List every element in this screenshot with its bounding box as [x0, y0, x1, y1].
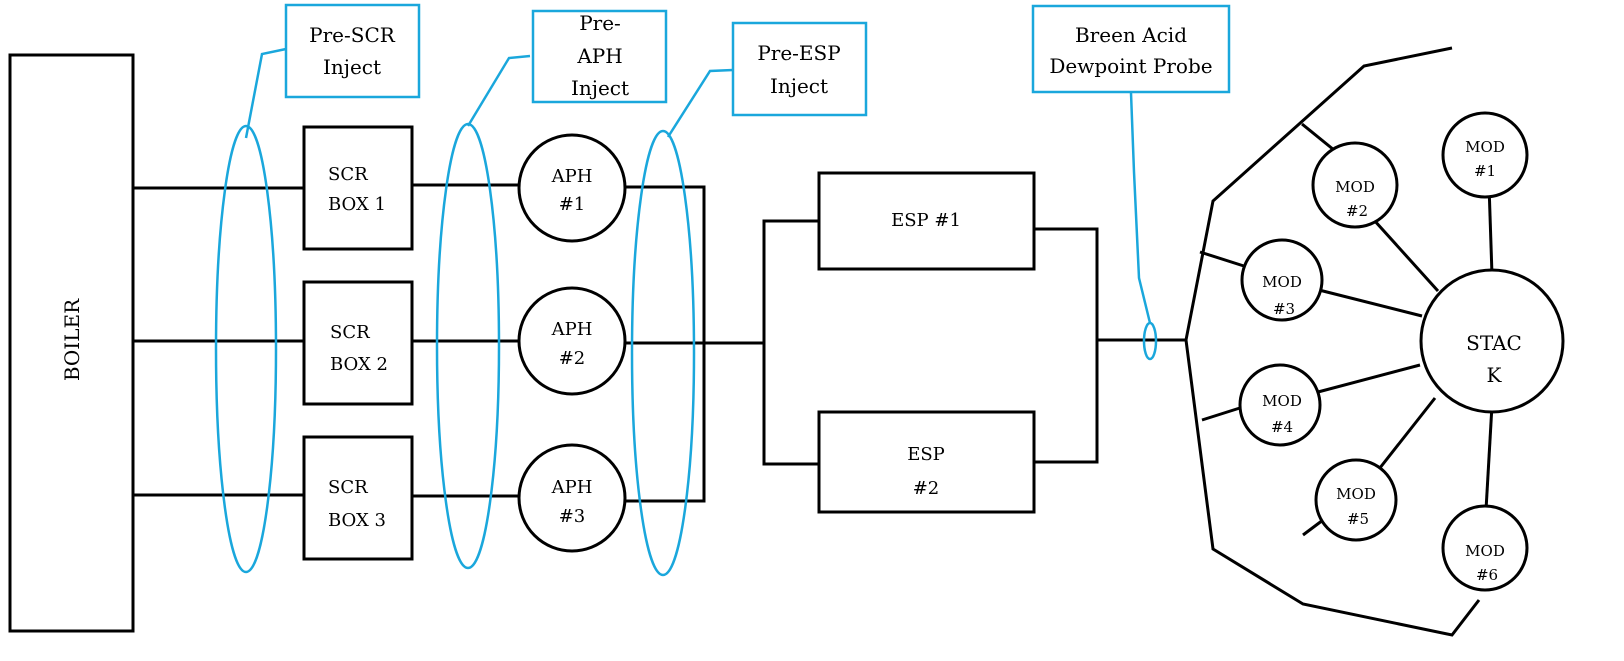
esp-1-label: ESP #1	[891, 210, 961, 231]
pre-esp-leader-line	[666, 68, 734, 138]
callout-probe-line2: Dewpoint Probe	[1049, 54, 1212, 78]
pre-scr-leader-line	[244, 47, 287, 139]
callout-pre-scr: Pre-SCR Inject	[284, 3, 421, 99]
aph-2: APH #2	[517, 286, 627, 396]
mod-5: MOD #5	[1314, 458, 1398, 542]
stack: STAC K	[1419, 268, 1565, 414]
callout-probe-line1: Breen Acid	[1075, 23, 1187, 47]
scr-box-2-label-line2: BOX 2	[330, 354, 388, 375]
mod-6: MOD #6	[1441, 504, 1529, 592]
esp-1: ESP #1	[817, 171, 1036, 271]
pre-esp-inject-zone	[630, 129, 696, 577]
stack-label-line2: K	[1487, 363, 1503, 387]
scr-box-1-label-line2: BOX 1	[328, 194, 386, 215]
callout-pre-scr-line1: Pre-SCR	[309, 23, 396, 47]
scr-box-3-label-line1: SCR	[328, 477, 368, 498]
mod-4: MOD #4	[1238, 363, 1322, 447]
probe-leader-line	[1129, 92, 1152, 324]
mod-2-label-line2: #2	[1346, 202, 1368, 220]
callout-pre-esp: Pre-ESP Inject	[731, 21, 868, 117]
callout-pre-aph-line2: APH	[576, 44, 622, 68]
mod-2: MOD #2	[1311, 141, 1399, 229]
mod-4-label-line1: MOD	[1262, 392, 1302, 410]
stack-label-line1: STAC	[1466, 331, 1522, 355]
esp-2-label-line1: ESP	[907, 444, 945, 465]
scr-box-2: SCR BOX 2	[302, 280, 414, 406]
boiler: BOILER	[8, 53, 135, 633]
callout-probe: Breen Acid Dewpoint Probe	[1031, 4, 1231, 94]
boiler-label: BOILER	[60, 298, 84, 381]
aph-1-label-line1: APH	[551, 166, 593, 187]
pre-aph-inject-zone	[435, 122, 501, 570]
mod-6-label-line1: MOD	[1465, 542, 1505, 560]
injection-markers	[214, 47, 1158, 577]
mod-1-label-line1: MOD	[1465, 138, 1505, 156]
mod-3: MOD #3	[1240, 238, 1324, 322]
esp-2-label-line2: #2	[913, 478, 940, 499]
mod-2-label-line1: MOD	[1335, 178, 1375, 196]
callout-pre-esp-line1: Pre-ESP	[757, 41, 840, 65]
callout-pre-aph-line1: Pre-	[579, 11, 621, 35]
pre-scr-inject-zone	[214, 124, 278, 574]
aph-1: APH #1	[517, 133, 627, 243]
scr-box-3-label-line2: BOX 3	[328, 510, 386, 531]
mod-1: MOD #1	[1441, 111, 1529, 199]
pre-aph-leader-line	[466, 54, 531, 127]
scr-box-3: SCR BOX 3	[302, 435, 414, 561]
stack-enclosure	[1184, 46, 1494, 637]
mod-5-label-line2: #5	[1347, 510, 1369, 528]
scr-box-2-label-line1: SCR	[330, 322, 370, 343]
mod-4-label-line2: #4	[1271, 418, 1293, 436]
callout-pre-aph: Pre- APH Inject	[531, 9, 668, 104]
aph-3: APH #3	[517, 443, 627, 553]
callout-pre-esp-line2: Inject	[770, 74, 828, 98]
esp-2: ESP #2	[817, 410, 1036, 514]
aph-2-label-line1: APH	[551, 319, 593, 340]
callout-pre-scr-line2: Inject	[323, 55, 381, 79]
mod-5-label-line1: MOD	[1336, 485, 1376, 503]
mod-6-label-line2: #6	[1476, 566, 1498, 584]
aph-1-label-line2: #1	[559, 194, 586, 215]
scr-box-1: SCR BOX 1	[302, 125, 414, 251]
callout-pre-aph-line3: Inject	[571, 76, 629, 100]
mod-3-label-line2: #3	[1273, 300, 1295, 318]
aph-3-label-line2: #3	[559, 506, 586, 527]
mod-3-label-line1: MOD	[1262, 273, 1302, 291]
mod-1-label-line2: #1	[1474, 162, 1496, 180]
connection-lines	[133, 183, 1186, 503]
scr-box-1-label-line1: SCR	[328, 164, 368, 185]
aph-3-label-line1: APH	[551, 477, 593, 498]
aph-2-label-line2: #2	[559, 348, 586, 369]
